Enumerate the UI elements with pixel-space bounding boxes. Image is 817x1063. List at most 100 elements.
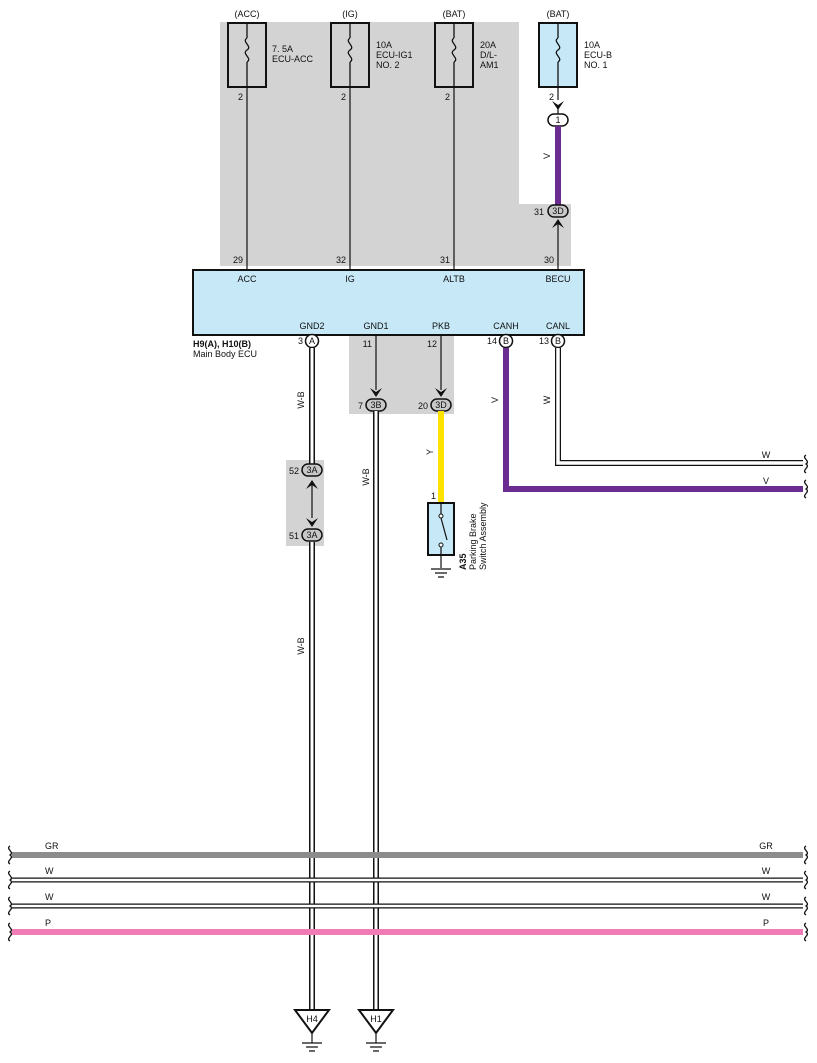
ecu-pin-num: 13	[539, 336, 549, 346]
connector-20-num: 20	[418, 401, 428, 411]
ground-h4	[293, 1009, 331, 1052]
connector-1-label: 1	[555, 115, 560, 125]
connector-52-num: 52	[289, 466, 299, 476]
continuation-brace-icon	[803, 870, 809, 890]
fuse-pin: 2	[238, 92, 243, 102]
fuse-rating: 10A	[376, 40, 392, 50]
wire-label-gnd2-lower: W-B	[296, 637, 306, 654]
ecu-pin-num: 32	[336, 255, 346, 265]
ecu-pin-num: 29	[233, 255, 243, 265]
ecu-pin-name: IG	[345, 274, 355, 284]
bus-label-right: GR	[759, 841, 773, 851]
wire-label-canl: W	[542, 395, 552, 404]
main-body-ecu	[192, 269, 585, 336]
bus-label-right: W	[762, 892, 771, 902]
connector-7-num: 7	[358, 401, 363, 411]
fuse-rating: 7. 5A	[272, 44, 293, 54]
ground-h4-label: H4	[306, 1014, 318, 1024]
ecu-pin-num: 12	[427, 339, 437, 349]
continuation-brace-icon	[803, 845, 809, 865]
connector-B-canh	[498, 333, 514, 349]
bus-label-right: P	[763, 918, 769, 928]
ecu-id: H9(A), H10(B)	[193, 339, 251, 349]
connector-51-num: 51	[289, 531, 299, 541]
connector-20-id: 3D	[435, 400, 447, 410]
fuse-block-shade	[220, 22, 571, 266]
connector-A	[304, 333, 320, 349]
continuation-brace-icon	[7, 922, 13, 942]
connector-7-id: 3B	[370, 400, 381, 410]
fuse-name: D/L-	[480, 50, 497, 60]
ground-icon	[302, 1042, 322, 1052]
ecu-pin-num: 31	[440, 255, 450, 265]
bus-label-left: W	[45, 892, 54, 902]
fuse-supply-bat-2: (BAT)	[547, 9, 570, 19]
ground-h1	[357, 1009, 395, 1052]
ground-h1-label: H1	[370, 1014, 382, 1024]
fuse-pin: 2	[341, 92, 346, 102]
wire-label-gnd2: W-B	[296, 391, 306, 408]
wire-canl	[555, 348, 803, 466]
ecu-pin-name: CANH	[493, 321, 519, 331]
fuse-pin: 2	[445, 92, 450, 102]
connector-31	[547, 204, 569, 218]
ecu-pin-name: GND1	[363, 321, 388, 331]
ground-icon	[431, 568, 451, 578]
fuse-rating: 10A	[584, 40, 600, 50]
connector-B-label: B	[555, 336, 561, 346]
fuse-icon	[555, 23, 561, 87]
fuse-pin: 2	[549, 92, 554, 102]
wire-label-can-right-w: W	[762, 450, 771, 460]
fuse-ecu-acc	[227, 22, 267, 88]
switch-name-1: Parking Brake	[468, 513, 478, 570]
ecu-pin-num: 30	[544, 255, 554, 265]
connector-arrow-icon	[435, 388, 447, 397]
wire-label-becu: V	[542, 153, 552, 159]
wire-label-pkb: Y	[425, 449, 435, 455]
fuse-ecu-ig1	[330, 22, 370, 88]
switch-id: A35	[458, 553, 468, 570]
continuation-brace-icon	[803, 454, 809, 474]
ecu-pin-name: BECU	[545, 274, 570, 284]
connector-arrow-icon	[306, 518, 318, 527]
continuation-brace-icon	[803, 896, 809, 916]
switch-pin: 1	[431, 491, 436, 501]
fuse-supply-acc: (ACC)	[235, 9, 260, 19]
connector-B-canl	[550, 333, 566, 349]
fuse-supply-bat-1: (BAT)	[443, 9, 466, 19]
continuation-brace-icon	[803, 479, 809, 499]
continuation-brace-icon	[7, 845, 13, 865]
ecu-pin-name: PKB	[432, 321, 450, 331]
fuse-name: ECU-ACC	[272, 54, 314, 64]
wire-label-gnd1: W-B	[361, 468, 371, 485]
fuse-supply-ig: (IG)	[342, 9, 358, 19]
connector-51-id: 3A	[306, 530, 317, 540]
connector-52	[301, 463, 323, 477]
bus-label-left: GR	[45, 841, 59, 851]
ecu-pin-name: GND2	[299, 321, 324, 331]
bus-wire: GR GR	[7, 841, 809, 865]
connector-31-num: 31	[534, 207, 544, 217]
connector-arrow-icon	[370, 388, 382, 397]
switch-name-2: Switch Assembly	[478, 502, 488, 570]
fuse-ecu-b	[538, 22, 578, 88]
bus-label-right: W	[762, 866, 771, 876]
parking-brake-switch	[427, 502, 455, 568]
bus-label-left: W	[45, 866, 54, 876]
ecu-pin-num: 11	[363, 339, 372, 349]
wire-label-canh: V	[490, 397, 500, 403]
ecu-pin-num: 3	[298, 336, 303, 346]
continuation-brace-icon	[7, 870, 13, 890]
wire-label-can-right-v: V	[763, 476, 769, 486]
fuse-name-2: NO. 2	[376, 60, 400, 70]
fuse-rating: 20A	[480, 40, 496, 50]
fuse-icon	[347, 23, 353, 87]
fuse-icon	[451, 23, 457, 87]
connector-31-id: 3D	[552, 206, 564, 216]
fuse-name: ECU-IG1	[376, 50, 413, 60]
connector-A-label: A	[309, 336, 315, 346]
